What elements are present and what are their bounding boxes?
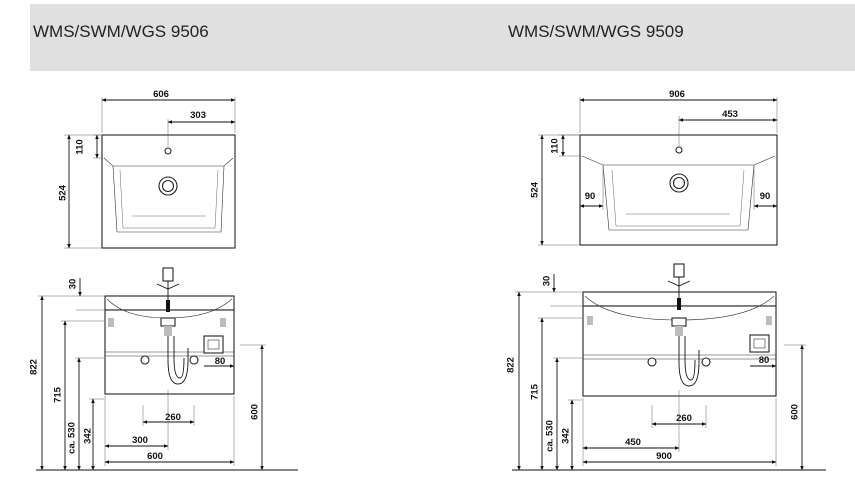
right-tap-hole (675, 146, 683, 154)
left-faucet-icon (162, 267, 174, 282)
dim-right-110: 110 (550, 138, 561, 153)
dim-right-906: 906 (669, 89, 685, 100)
dim-left-303: 303 (190, 110, 206, 121)
dim-left-300: 300 (132, 435, 148, 446)
header-bar: WMS/SWM/WGS 9506 WMS/SWM/WGS 9509 (30, 4, 855, 71)
dim-left-342: 342 (83, 428, 94, 444)
dim-left-ca530: ca. 530 (67, 422, 78, 454)
dim-right-ca530: ca. 530 (545, 420, 556, 452)
dim-right-524: 524 (530, 181, 541, 198)
dim-right-90-left: 90 (585, 191, 596, 202)
dim-right-822: 822 (506, 357, 517, 373)
dim-right-342: 342 (561, 428, 572, 444)
left-socket-icon (203, 335, 224, 354)
dim-left-110: 110 (75, 139, 86, 154)
dim-right-260: 260 (676, 413, 692, 424)
model-title-left: WMS/SWM/WGS 9506 (33, 22, 209, 41)
dim-left-715: 715 (53, 386, 64, 403)
right-faucet-icon (673, 263, 685, 278)
dim-right-453: 453 (722, 109, 738, 120)
dim-left-600w: 600 (147, 451, 163, 462)
left-front-view: 80 30 822 715 ca. 530 342 600 260 (29, 267, 298, 471)
dim-right-900: 900 (656, 451, 672, 462)
right-front-view: 80 30 822 715 ca. 530 342 600 260 (506, 263, 826, 471)
dim-left-30: 30 (68, 279, 79, 290)
dim-right-90-right: 90 (760, 191, 771, 202)
dim-right-80: 80 (759, 355, 770, 366)
right-socket-icon (749, 334, 770, 353)
left-top-view: 606 303 110 524 (58, 89, 236, 249)
dim-right-450: 450 (625, 437, 641, 448)
dim-right-715: 715 (530, 383, 541, 400)
right-bowl (602, 164, 755, 231)
dim-right-30: 30 (542, 276, 553, 287)
dim-left-80: 80 (215, 356, 226, 367)
dim-left-524: 524 (58, 184, 69, 201)
right-top-view: 906 453 110 524 90 90 (530, 89, 778, 246)
dim-left-606: 606 (153, 89, 169, 100)
right-basin-rim (581, 155, 776, 166)
left-basin-rim (103, 157, 234, 167)
dim-left-260: 260 (165, 412, 181, 423)
dim-right-600: 600 (790, 404, 801, 420)
left-bowl (112, 165, 225, 233)
model-title-right: WMS/SWM/WGS 9509 (508, 22, 684, 41)
left-tap-hole (164, 147, 172, 155)
dim-left-600: 600 (250, 404, 261, 420)
dim-left-822: 822 (29, 359, 40, 375)
